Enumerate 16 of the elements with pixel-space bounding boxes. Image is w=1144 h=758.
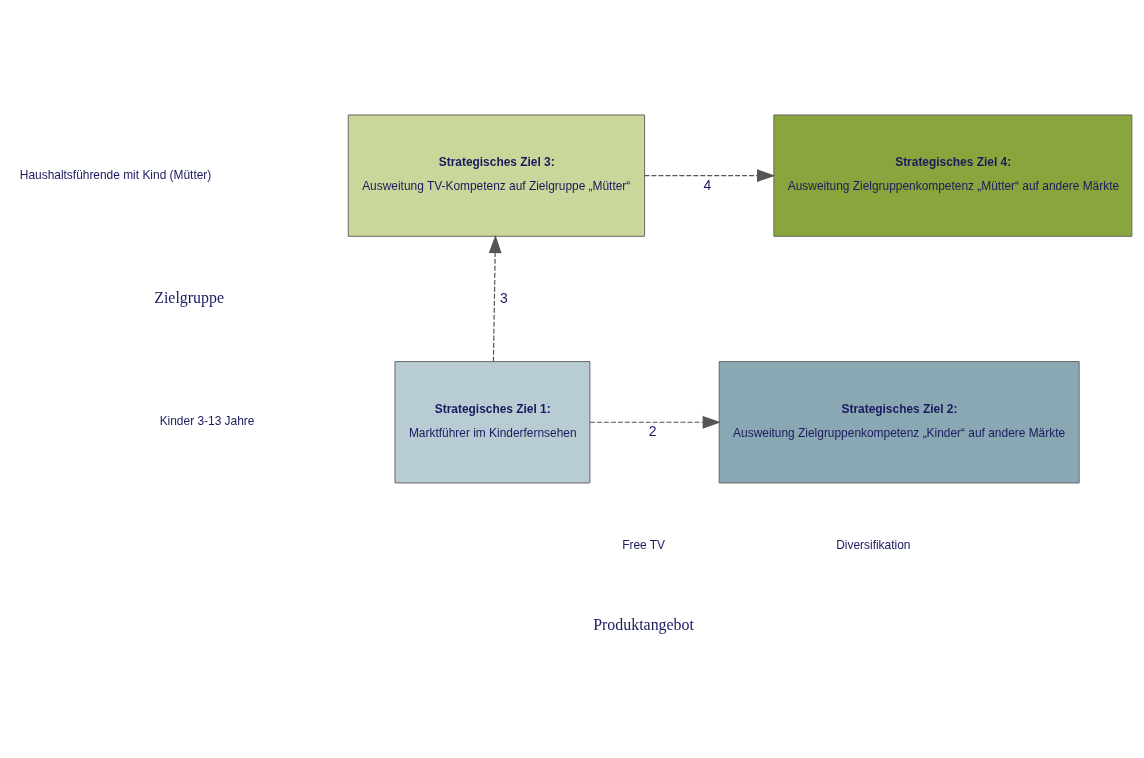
label: Produktangebot <box>593 615 694 633</box>
edge-label: 3 <box>500 289 508 306</box>
arrow <box>488 234 502 362</box>
node-box: Strategisches Ziel 4: Ausweitung Zielgruppenkompetenz „Mütter“ auf andere Märkte <box>773 114 1133 237</box>
node-box: Strategisches Ziel 3: Ausweitung TV-Kompetenz auf Zielgruppe „Mütter“ <box>347 114 646 237</box>
arrow <box>589 415 721 429</box>
arrow <box>644 168 776 182</box>
edge-label: 2 <box>648 422 657 439</box>
node-box: Strategisches Ziel 2: Ausweitung Zielgruppenkompetenz „Kinder“ auf andere Märkte <box>718 360 1080 483</box>
label: Zielgruppe <box>154 288 225 306</box>
label: Haushaltsführende mit Kind (Mütter) <box>19 167 212 182</box>
label: Diversifikation <box>836 537 911 552</box>
label: Kinder 3-13 Jahre <box>159 413 255 428</box>
label: Free TV <box>622 537 666 552</box>
node-box: Strategisches Ziel 1: Marktführer im Kinderfernsehen <box>394 360 591 483</box>
edge-label: 4 <box>703 176 712 193</box>
